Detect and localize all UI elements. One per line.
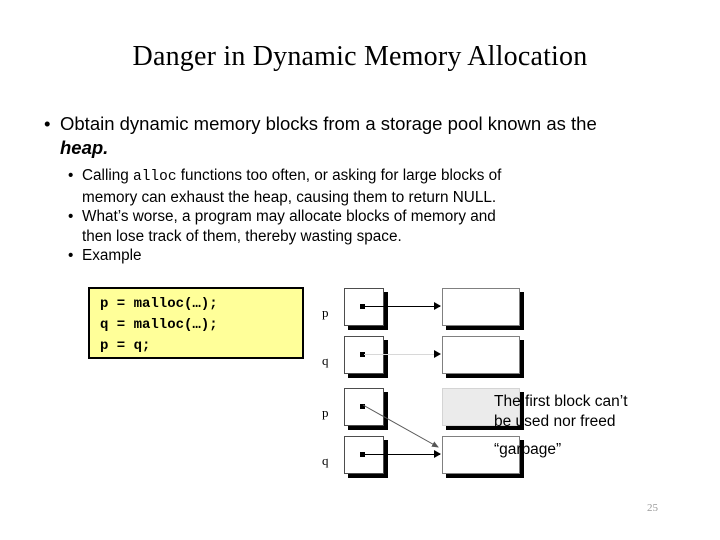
arrow-head-icon xyxy=(434,350,441,358)
pointer-label-q-after: q xyxy=(322,453,329,468)
sub-bullet-1-line2: memory can exhaust the heap, causing the… xyxy=(82,188,497,206)
bullet-level1-lead: Obtain dynamic memory blocks from a stor… xyxy=(60,113,597,134)
sub-bullet-2-line1: What’s worse, a program may allocate blo… xyxy=(82,208,496,226)
pointer-dot-icon xyxy=(360,352,365,357)
arrow-line-p-before xyxy=(364,306,440,307)
annotation-line1: The first block can’t xyxy=(494,393,628,410)
pointer-label-p-before: p xyxy=(322,305,329,320)
pointer-dot-icon xyxy=(360,304,365,309)
annotation-line2: be used nor freed xyxy=(494,413,616,430)
annotation-first-block: The first block can’t be used nor freed xyxy=(494,392,714,432)
pointer-cell-q-before xyxy=(344,336,384,374)
bullet-level2-list: • Calling alloc functions too often, or … xyxy=(68,166,668,266)
sub-bullet-2-line2: then lose track of them, thereby wasting… xyxy=(82,227,402,245)
sub-bullet-3-line1: Example xyxy=(82,247,142,265)
sub-bullet-1-tail: functions too often, or asking for large… xyxy=(176,167,502,184)
pointer-label-q-before: q xyxy=(322,353,329,368)
bullet-level1-text: Obtain dynamic memory blocks from a stor… xyxy=(60,112,630,160)
arrow-head-icon xyxy=(434,302,441,310)
pointer-diagram: p q p q xyxy=(322,282,720,492)
arrow-line-q-after xyxy=(364,454,440,455)
memory-block-2-before xyxy=(442,336,520,374)
pointer-cell-q-after xyxy=(344,436,384,474)
list-item: • Calling alloc functions too often, or … xyxy=(68,166,668,207)
code-line: p = malloc(…); xyxy=(100,296,218,312)
list-item: • What’s worse, a program may allocate b… xyxy=(68,207,668,246)
code-example-box: p = malloc(…); q = malloc(…); p = q; xyxy=(88,287,304,359)
sub-bullet-1-lead: Calling xyxy=(82,167,134,184)
memory-block-1-after-garbage xyxy=(442,388,520,426)
code-line: q = malloc(…); xyxy=(100,317,218,333)
bullet-marker-icon: • xyxy=(68,208,74,226)
bullet-marker-icon: • xyxy=(68,247,74,265)
sub-bullet-1-line1: Calling alloc functions too often, or as… xyxy=(82,167,502,185)
pointer-label-p-after: p xyxy=(322,405,329,420)
memory-block-1-before xyxy=(442,288,520,326)
list-item: • Example xyxy=(68,246,668,266)
arrow-head-icon xyxy=(434,450,441,458)
arrow-line-q-before xyxy=(364,354,440,355)
bullet-marker-icon: • xyxy=(68,167,74,184)
code-line: p = q; xyxy=(100,338,151,354)
page-title: Danger in Dynamic Memory Allocation xyxy=(132,41,588,72)
pointer-cell-p-after xyxy=(344,388,384,426)
heap-emphasis: heap. xyxy=(60,137,109,158)
bullet-marker-icon: • xyxy=(44,113,51,134)
alloc-code-token: alloc xyxy=(133,169,177,185)
memory-block-2-after xyxy=(442,436,520,474)
page-number: 25 xyxy=(647,502,658,514)
annotation-garbage-label: “garbage” xyxy=(494,441,562,458)
pointer-dot-icon xyxy=(360,404,365,409)
bullet-level1: • Obtain dynamic memory blocks from a sto… xyxy=(44,112,644,160)
pointer-dot-icon xyxy=(360,452,365,457)
arrow-p-reassigned-icon xyxy=(362,404,439,448)
pointer-cell-p-before xyxy=(344,288,384,326)
